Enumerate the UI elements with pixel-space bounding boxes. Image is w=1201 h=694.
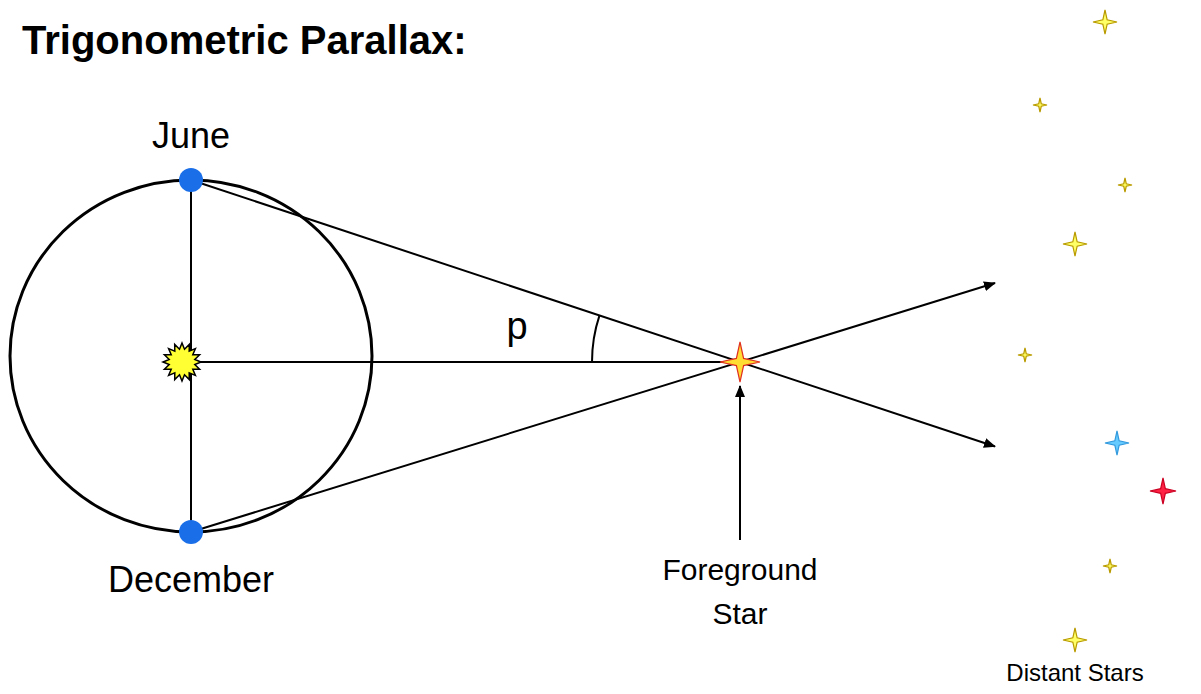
season-label: December	[108, 560, 274, 600]
distant-star	[1105, 431, 1129, 455]
distant-star	[1063, 628, 1087, 652]
distant-star	[1150, 478, 1176, 504]
diagram-title: Trigonometric Parallax:	[22, 16, 467, 64]
distant-star	[1118, 178, 1132, 192]
earth-december	[179, 520, 203, 544]
earth-orbit	[10, 180, 372, 532]
star-label: Distant Stars	[1006, 660, 1143, 686]
sun-star-line	[191, 361, 740, 363]
season-label: June	[152, 116, 230, 156]
distant-star	[1103, 559, 1117, 573]
distant-star	[1018, 348, 1032, 362]
pointer-arrow	[739, 386, 741, 540]
distant-star	[1033, 98, 1047, 112]
distant-star	[1093, 10, 1117, 34]
earth-june	[179, 168, 203, 192]
star-label: Foreground Star	[654, 548, 826, 635]
sun-symbol	[163, 343, 201, 381]
distant-star	[1063, 232, 1087, 256]
december-sight-line	[191, 283, 995, 532]
foreground-star	[720, 342, 760, 382]
angle-label: p	[506, 306, 527, 348]
parallax-angle-arc	[592, 315, 600, 362]
